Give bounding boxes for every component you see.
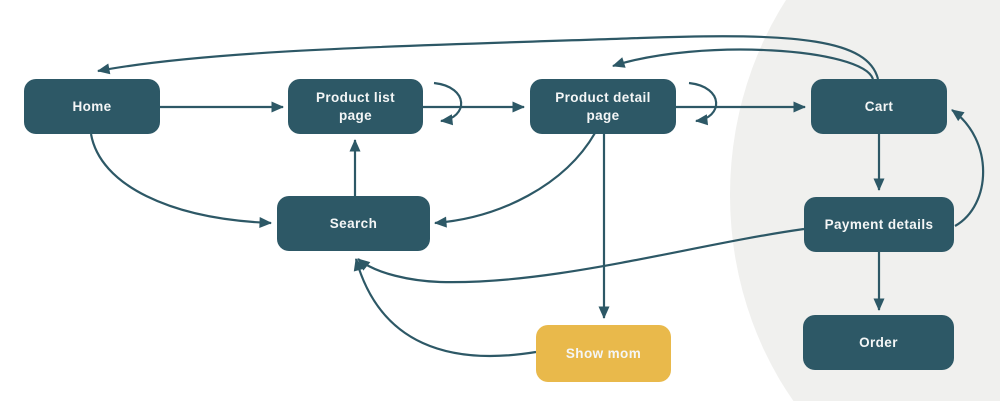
node-payment-details: Payment details [804,197,954,252]
node-label-product-list-page: Product list page [315,89,396,123]
edge-return-loop-product-list [433,81,463,126]
edge-show-mom-to-search [353,258,537,358]
node-order: Order [803,315,954,370]
edge-cart-to-product-detail-top [612,48,875,80]
edge-product-detail-to-search [434,132,596,228]
node-label-order: Order [859,334,898,350]
node-show-mom: Show mom [536,325,671,382]
edge-return-loop-product-detail [688,81,718,126]
edge-payment-to-search [357,227,805,284]
node-product-list-page: Product list page [288,79,423,134]
node-home: Home [24,79,160,134]
node-label-product-detail-page: Product detail page [555,89,651,123]
node-label-home: Home [72,98,112,114]
edge-home-to-search [89,133,272,229]
node-label-cart: Cart [864,98,894,114]
node-cart: Cart [811,79,947,134]
edge-cart-to-home-top [97,35,880,80]
node-label-show-mom: Show mom [565,345,642,361]
node-label-payment-details: Payment details [824,216,934,232]
node-product-detail-page: Product detail page [530,79,676,134]
edge-payment-to-cart [951,109,985,227]
node-search: Search [277,196,430,251]
node-label-search: Search [329,215,378,231]
